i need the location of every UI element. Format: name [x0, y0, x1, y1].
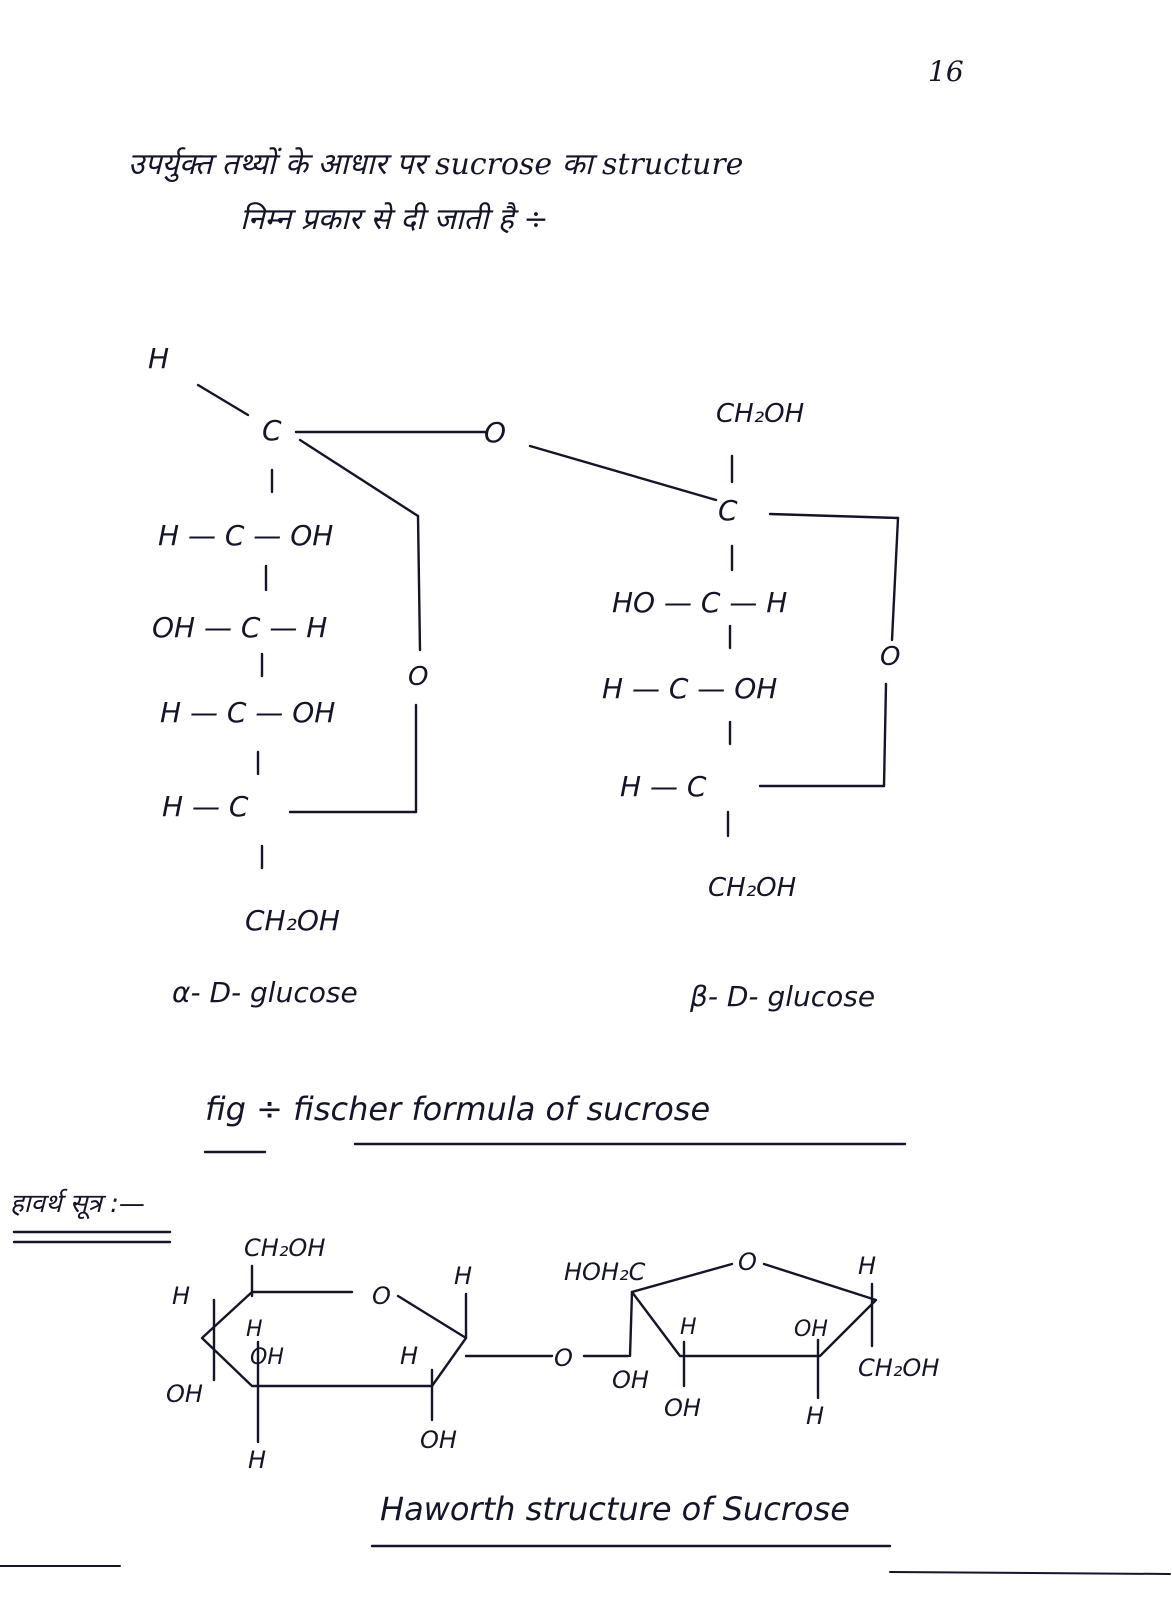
page-number: 16 — [928, 55, 964, 88]
fischer-bridge-o: O — [484, 416, 506, 449]
haworth-heading: हावर्थ सूत्र :— — [10, 1188, 145, 1220]
fischer-left-c1: C — [262, 414, 282, 447]
fischer-right-name: β- D- glucose — [689, 980, 875, 1013]
haworth-glucose-label-5: H — [454, 1262, 472, 1290]
haworth-fructose-hoh2c: HOH₂C — [564, 1258, 646, 1286]
fischer-left-top-h: H — [148, 342, 169, 375]
haworth-glucose-label-6: H — [400, 1342, 418, 1370]
haworth-glucose-ring-o: O — [372, 1282, 391, 1310]
fischer-right-c2: C — [718, 494, 738, 527]
haworth-caption: Haworth structure of Sucrose — [380, 1490, 850, 1528]
haworth-fructose-label-3: OH — [664, 1394, 701, 1422]
fischer-left-row2: OH — C — H — [152, 611, 327, 644]
fischer-right-top: CH₂OH — [716, 399, 804, 429]
haworth-fructose-label-4: OH — [794, 1317, 828, 1342]
haworth-glucose-label-4: H — [248, 1446, 266, 1474]
fischer-right-row2: H — C — OH — [602, 672, 777, 705]
haworth-fructose-label-2: OH — [612, 1366, 649, 1394]
haworth-fructose-label-6: CH₂OH — [858, 1354, 939, 1382]
haworth-glucose-label-1: H — [246, 1317, 263, 1342]
fischer-left-row1: H — C — OH — [158, 519, 333, 552]
fischer-right-bottom: CH₂OH — [708, 873, 796, 903]
haworth-glucose-ch2oh: CH₂OH — [244, 1234, 325, 1262]
intro-line-2: निम्न प्रकार से दी जाती है ÷ — [240, 202, 549, 237]
intro-line-1: उपर्युक्त तथ्यों के आधार पर sucrose का s… — [128, 147, 744, 182]
haworth-glucose-label-3: OH — [166, 1380, 203, 1408]
haworth-glucose-label-2: OH — [250, 1345, 284, 1370]
fischer-right-row1: HO — C — H — [612, 586, 787, 619]
fischer-left-row3: H — C — OH — [160, 696, 335, 729]
haworth-fructose-label-5: H — [806, 1402, 824, 1430]
haworth-fructose-ring-o: O — [738, 1248, 757, 1276]
fischer-left-ring-o: O — [408, 662, 428, 692]
fischer-left-bottom: CH₂OH — [245, 904, 340, 937]
fischer-right-row3: H — C — [620, 770, 707, 803]
haworth-fructose-label-1: H — [680, 1315, 697, 1340]
haworth-glucose-label-0: H — [172, 1282, 190, 1310]
fischer-left-row4: H — C — [162, 790, 249, 823]
haworth-link-o: O — [554, 1344, 573, 1372]
fischer-left-name: α- D- glucose — [172, 976, 358, 1009]
fischer-right-ring-o: O — [880, 642, 900, 672]
haworth-fructose-label-0: H — [858, 1252, 876, 1280]
fischer-caption: fig ÷ fischer formula of sucrose — [205, 1090, 710, 1128]
haworth-glucose-label-7: OH — [420, 1426, 457, 1454]
